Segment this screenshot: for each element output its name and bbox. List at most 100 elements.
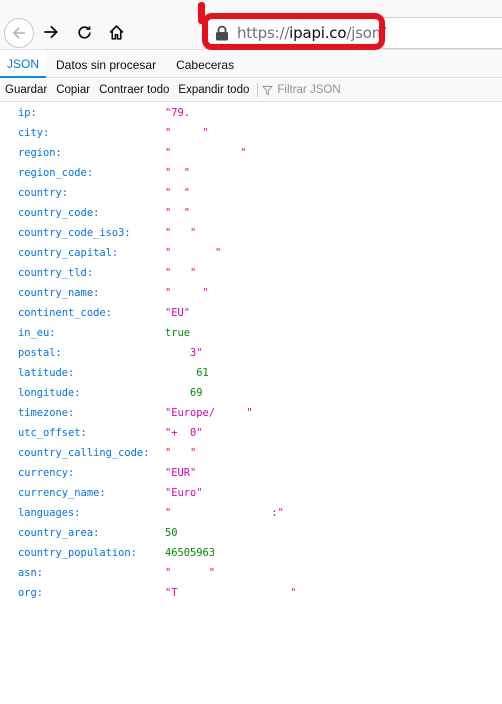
json-key: country:: [18, 187, 69, 199]
json-tree: ip: "79. city: " " region: " " region_code: " "…: [0, 103, 502, 603]
back-button[interactable]: [4, 18, 34, 48]
json-key: timezone:: [18, 407, 75, 419]
json-row[interactable]: country_code: " ": [0, 203, 502, 223]
json-key: country_tld:: [18, 267, 94, 279]
json-value: " ": [165, 287, 209, 299]
json-value: " ": [165, 247, 222, 259]
json-value: " ": [165, 167, 191, 179]
json-value: 69: [165, 387, 203, 399]
json-key: currency:: [18, 467, 75, 479]
json-key: longitude:: [18, 387, 81, 399]
json-row[interactable]: country_tld: " ": [0, 263, 502, 283]
json-value: " ": [165, 187, 191, 199]
json-toolbar: Guardar Copiar Contraer todo Expandir to…: [0, 79, 502, 102]
filter-icon: [262, 85, 274, 95]
collapse-all-button[interactable]: Contraer todo: [99, 84, 170, 96]
json-key: in_eu:: [18, 327, 56, 339]
json-row[interactable]: region_code: " ": [0, 163, 502, 183]
json-row[interactable]: region: " ": [0, 143, 502, 163]
tab-raw-data[interactable]: Datos sin procesar: [56, 57, 157, 72]
forward-arrow-icon: [44, 25, 58, 39]
json-value: 46505963: [165, 547, 216, 559]
forward-button[interactable]: [38, 17, 64, 47]
reload-button[interactable]: [71, 17, 97, 47]
json-value: "+ 0": [165, 427, 203, 439]
json-value: " ": [165, 207, 191, 219]
json-row[interactable]: continent_code: "EU": [0, 303, 502, 323]
json-row[interactable]: country_area: 50: [0, 523, 502, 543]
json-value: "T ": [165, 587, 297, 599]
json-value: "Euro": [165, 487, 203, 499]
json-row[interactable]: country: " ": [0, 183, 502, 203]
json-row[interactable]: languages: " :": [0, 503, 502, 523]
json-key: asn:: [18, 567, 44, 579]
json-row[interactable]: country_capital: " ": [0, 243, 502, 263]
json-value: " ": [165, 267, 197, 279]
json-key: languages:: [18, 507, 81, 519]
json-value: " ": [165, 567, 216, 579]
json-value: " ": [165, 227, 197, 239]
json-key: currency_name:: [18, 487, 106, 499]
json-row[interactable]: timezone: "Europe/ ": [0, 403, 502, 423]
json-value: true: [165, 327, 191, 339]
json-value: "EU": [165, 307, 191, 319]
tab-json[interactable]: JSON: [0, 51, 47, 78]
toolbar-divider: [257, 83, 259, 97]
json-row[interactable]: city: " ": [0, 123, 502, 143]
navigation-toolbar: https://ipapi.co/json/: [0, 0, 502, 50]
filter-json-input[interactable]: Filtrar JSON: [262, 84, 341, 96]
json-value: "79.: [165, 107, 191, 119]
json-key: org:: [18, 587, 44, 599]
json-row[interactable]: country_name: " ": [0, 283, 502, 303]
json-key: country_name:: [18, 287, 100, 299]
json-value: 61: [165, 367, 209, 379]
url-text: https://ipapi.co/json/: [237, 24, 386, 42]
json-key: city:: [18, 127, 50, 139]
json-key: region:: [18, 147, 62, 159]
json-value: " ": [165, 147, 247, 159]
home-icon: [109, 24, 123, 40]
json-row[interactable]: latitude: 61: [0, 363, 502, 383]
json-key: ip:: [18, 107, 37, 119]
json-viewer-tabs: JSON Datos sin procesar Cabeceras: [0, 51, 502, 78]
json-key: country_capital:: [18, 247, 119, 259]
json-row[interactable]: country_code_iso3: " ": [0, 223, 502, 243]
copy-button[interactable]: Copiar: [56, 84, 91, 96]
reload-icon: [77, 25, 91, 39]
json-row[interactable]: ip: "79.: [0, 103, 502, 123]
json-key: country_population:: [18, 547, 137, 559]
annotation-mark: [198, 2, 205, 24]
json-value: 50: [165, 527, 178, 539]
json-row[interactable]: utc_offset: "+ 0": [0, 423, 502, 443]
json-key: utc_offset:: [18, 427, 87, 439]
json-value: " :": [165, 507, 284, 519]
json-row[interactable]: country_population: 46505963: [0, 543, 502, 563]
back-arrow-icon: [12, 27, 25, 39]
address-bar[interactable]: https://ipapi.co/json/: [204, 17, 502, 49]
json-row[interactable]: asn: " ": [0, 563, 502, 583]
lock-icon: [216, 25, 228, 41]
expand-all-button[interactable]: Expandir todo: [178, 84, 250, 96]
json-value: 3": [165, 347, 203, 359]
json-row[interactable]: org: "T ": [0, 583, 502, 603]
json-row[interactable]: postal: 3": [0, 343, 502, 363]
json-key: country_calling_code:: [18, 447, 150, 459]
json-key: country_code_iso3:: [18, 227, 131, 239]
home-button[interactable]: [103, 17, 129, 47]
json-row[interactable]: country_calling_code:" ": [0, 443, 502, 463]
filter-placeholder: Filtrar JSON: [277, 84, 341, 96]
tab-headers[interactable]: Cabeceras: [176, 57, 235, 72]
json-key: region_code:: [18, 167, 94, 179]
json-value: "Europe/ ": [165, 407, 253, 419]
json-key: latitude:: [18, 367, 75, 379]
json-row[interactable]: currency:"EUR": [0, 463, 502, 483]
json-row[interactable]: in_eu: true: [0, 323, 502, 343]
json-key: postal:: [18, 347, 62, 359]
save-button[interactable]: Guardar: [5, 84, 48, 96]
json-row[interactable]: currency_name: "Euro": [0, 483, 502, 503]
json-key: country_area:: [18, 527, 100, 539]
json-row[interactable]: longitude: 69: [0, 383, 502, 403]
json-value: " ": [165, 127, 209, 139]
json-key: continent_code:: [18, 307, 112, 319]
json-key: country_code:: [18, 207, 100, 219]
